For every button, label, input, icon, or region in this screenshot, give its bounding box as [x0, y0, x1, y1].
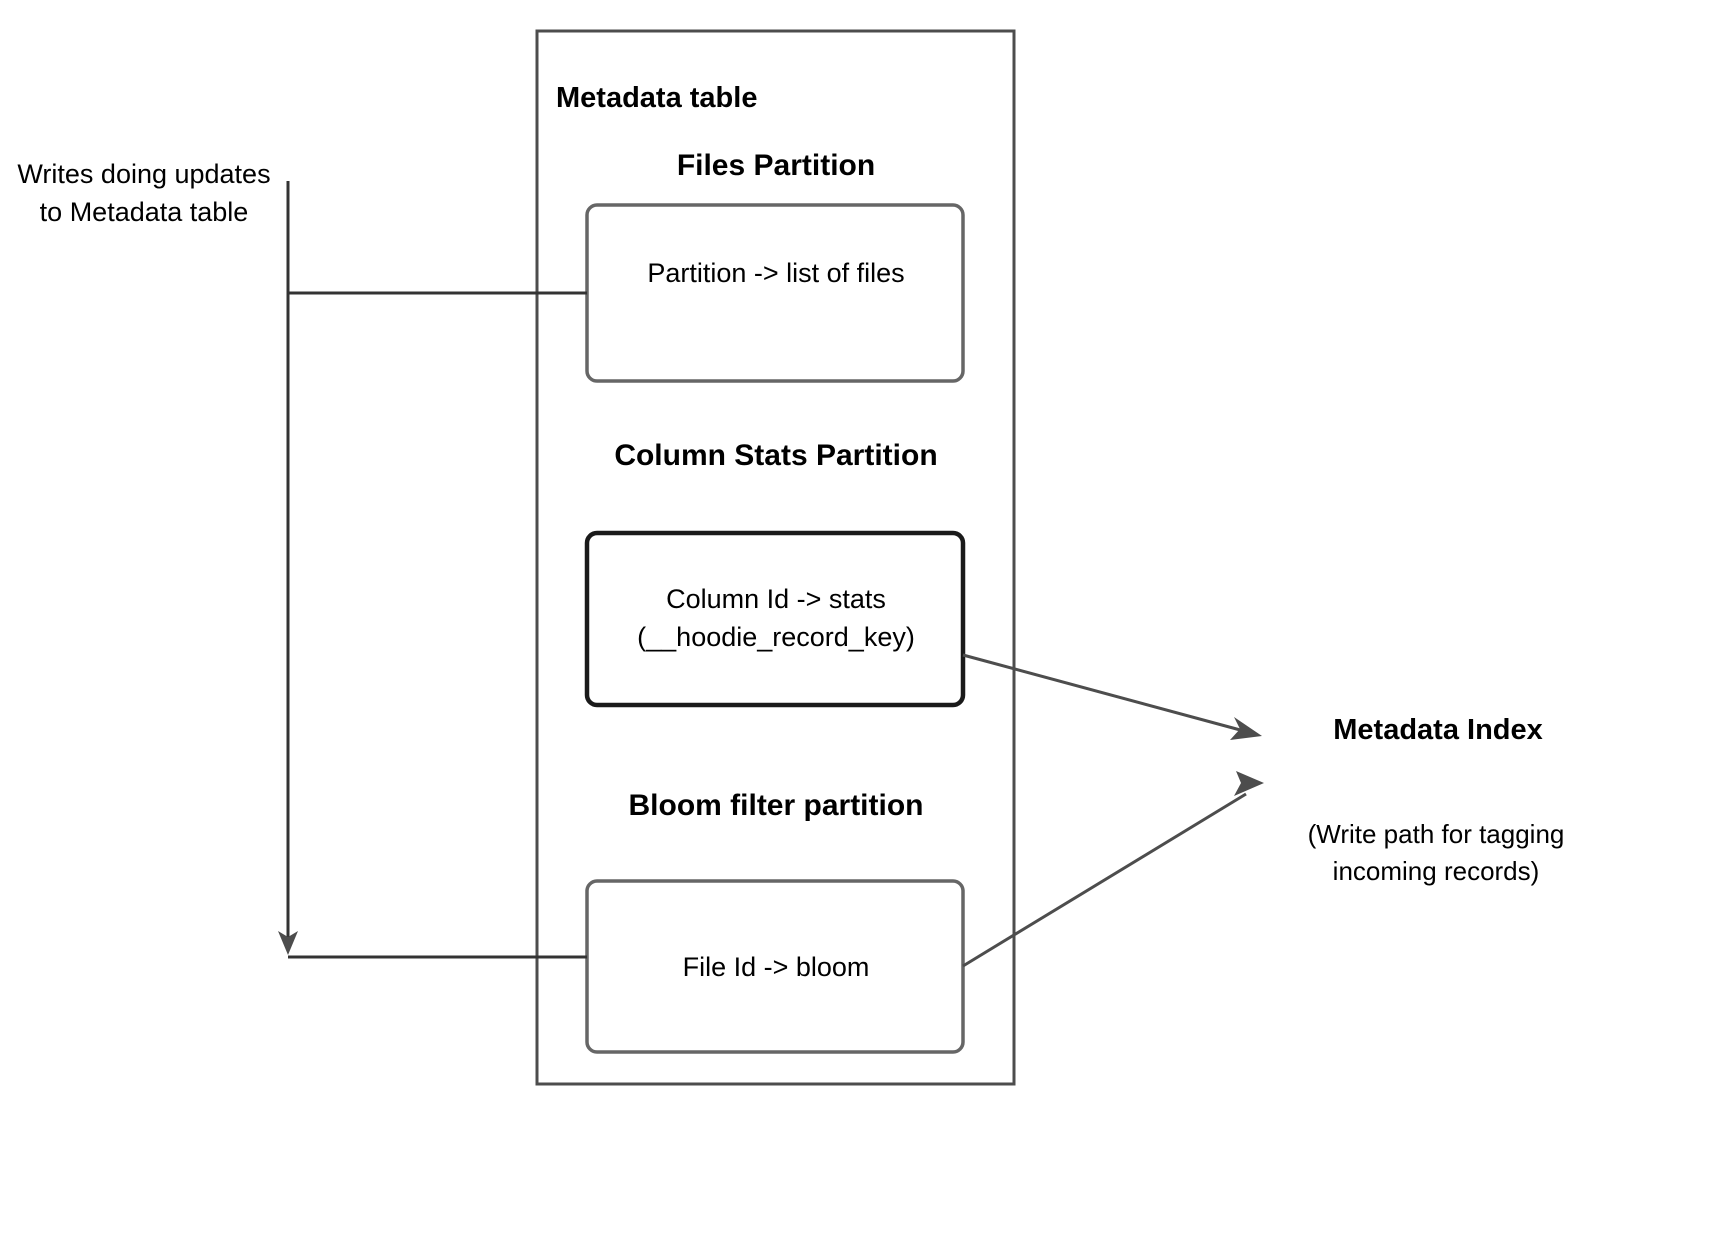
bloom-filter-partition-box: [585, 879, 965, 1054]
files-partition-heading: Files Partition: [676, 149, 876, 182]
column-stats-partition-box-text: Column Id -> stats (__hoodie_record_key): [637, 584, 915, 653]
column-stats-partition-heading: Column Stats Partition: [614, 439, 938, 472]
metadata-table-title: Metadata table: [556, 82, 758, 114]
metadata-index-note: (Write path for tagging incoming records…: [1307, 819, 1565, 886]
bloom-filter-partition-heading: Bloom filter partition: [628, 789, 924, 822]
bloom-filter-to-index-line: [962, 792, 1247, 968]
column-stats-to-index-arrowhead: [1230, 717, 1262, 740]
column-stats-to-index-line: [962, 653, 1245, 733]
bloom-filter-partition-box-text: File Id -> bloom: [682, 952, 870, 982]
files-partition-box-text: Partition -> list of files: [647, 258, 905, 288]
bloom-filter-to-index-arrowhead: [1234, 771, 1264, 796]
writes-annotation-label: Writes doing updates to Metadata table: [17, 159, 271, 228]
files-partition-box: [585, 203, 965, 383]
metadata-index-title: Metadata Index: [1333, 714, 1543, 746]
column-stats-partition-box: [584, 530, 966, 708]
writes-trunk-arrowhead: [278, 931, 298, 955]
